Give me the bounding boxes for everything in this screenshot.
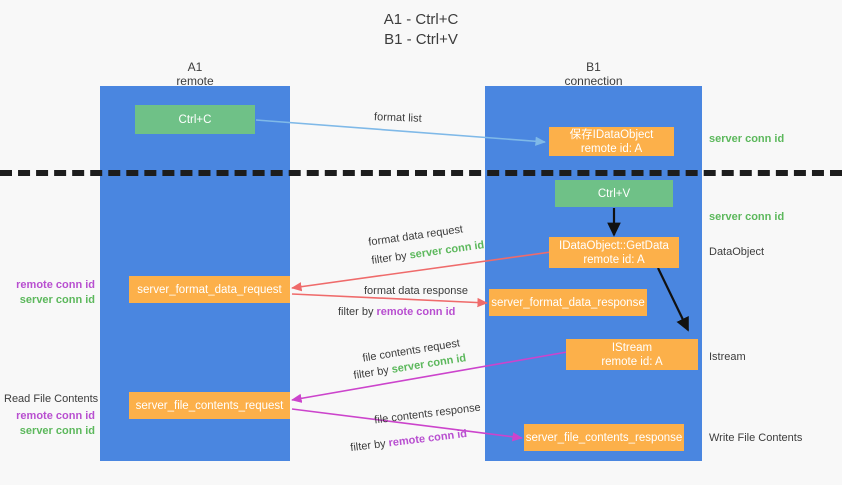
box-server-file-contents-request[interactable]: server_file_contents_request bbox=[129, 392, 290, 419]
box-server-format-data-request-label: server_format_data_request bbox=[137, 283, 282, 296]
right-annotation-dataobject: DataObject bbox=[709, 246, 765, 258]
box-server-file-contents-response[interactable]: server_file_contents_response bbox=[524, 424, 684, 451]
left-annotation-remote-conn-id-1: remote conn id bbox=[16, 279, 95, 291]
column-a1-subtitle: remote bbox=[176, 74, 214, 88]
title-line-2: B1 - Ctrl+V bbox=[384, 31, 458, 48]
left-annotation-group-2: remote conn id server conn id bbox=[10, 409, 95, 439]
box-istream[interactable]: IStream remote id: A bbox=[566, 339, 698, 370]
column-a1-name: A1 bbox=[187, 60, 203, 74]
box-idataobject-getdata[interactable]: IDataObject::GetData remote id: A bbox=[549, 237, 679, 268]
left-annotation-remote-conn-id-2: remote conn id bbox=[16, 410, 95, 422]
box-server-format-data-response[interactable]: server_format_data_response bbox=[489, 289, 647, 316]
edge-label-format-data-response: format data response bbox=[364, 285, 468, 297]
dashed-divider bbox=[0, 170, 842, 176]
box-ctrl-c-label: Ctrl+C bbox=[178, 113, 212, 126]
edge-label-file-contents-response-filter: filter by remote conn id bbox=[350, 427, 468, 455]
box-save-idataobject-line2: remote id: A bbox=[580, 142, 643, 155]
column-header-a1: A1 remote bbox=[100, 60, 290, 88]
edge-label-format-data-response-filter: filter by remote conn id bbox=[338, 305, 455, 319]
filter-prefix: filter by bbox=[349, 437, 390, 455]
filter-key-remote-conn-id: remote conn id bbox=[387, 427, 468, 450]
column-header-b1: B1 connection bbox=[485, 60, 702, 88]
filter-key-remote-conn-id: remote conn id bbox=[376, 306, 456, 318]
box-save-idataobject-line1: 保存IDataObject bbox=[569, 128, 654, 141]
left-annotation-server-conn-id-1: server conn id bbox=[19, 294, 95, 306]
left-annotation-group-1: remote conn id server conn id bbox=[10, 278, 95, 308]
right-annotation-write-file-contents: Write File Contents bbox=[709, 432, 803, 444]
filter-prefix: filter by bbox=[338, 306, 377, 318]
filter-key-server-conn-id: server conn id bbox=[408, 239, 486, 262]
box-server-format-data-request[interactable]: server_format_data_request bbox=[129, 276, 290, 303]
title-line-1: A1 - Ctrl+C bbox=[383, 11, 459, 28]
box-ctrl-v-label: Ctrl+V bbox=[597, 187, 631, 200]
right-annotation-istream: Istream bbox=[709, 351, 746, 363]
left-annotation-server-conn-id-2: server conn id bbox=[19, 425, 95, 437]
filter-prefix: filter by bbox=[352, 363, 393, 382]
edge-label-format-list: format list bbox=[373, 111, 422, 125]
box-server-file-contents-request-label: server_file_contents_request bbox=[135, 399, 284, 412]
edge-label-file-contents-response: file contents response bbox=[373, 401, 482, 427]
box-server-file-contents-response-label: server_file_contents_response bbox=[525, 431, 683, 444]
box-getdata-line1: IDataObject::GetData bbox=[559, 239, 669, 252]
box-istream-line1: IStream bbox=[611, 341, 653, 354]
box-ctrl-c[interactable]: Ctrl+C bbox=[135, 105, 255, 134]
diagram-title: A1 - Ctrl+C B1 - Ctrl+V bbox=[0, 10, 842, 50]
box-getdata-line2: remote id: A bbox=[583, 253, 645, 266]
filter-prefix: filter by bbox=[370, 249, 411, 267]
right-annotation-server-conn-id-mid: server conn id bbox=[709, 211, 785, 223]
box-save-idataobject[interactable]: 保存IDataObject remote id: A bbox=[549, 127, 674, 156]
box-ctrl-v[interactable]: Ctrl+V bbox=[555, 180, 673, 207]
column-b1-subtitle: connection bbox=[564, 74, 623, 88]
right-annotation-server-conn-id-top: server conn id bbox=[709, 133, 785, 145]
column-b1-name: B1 bbox=[586, 60, 601, 74]
box-server-format-data-response-label: server_format_data_response bbox=[491, 296, 645, 309]
left-annotation-read-file-contents: Read File Contents bbox=[4, 393, 99, 405]
box-istream-line2: remote id: A bbox=[601, 355, 663, 368]
